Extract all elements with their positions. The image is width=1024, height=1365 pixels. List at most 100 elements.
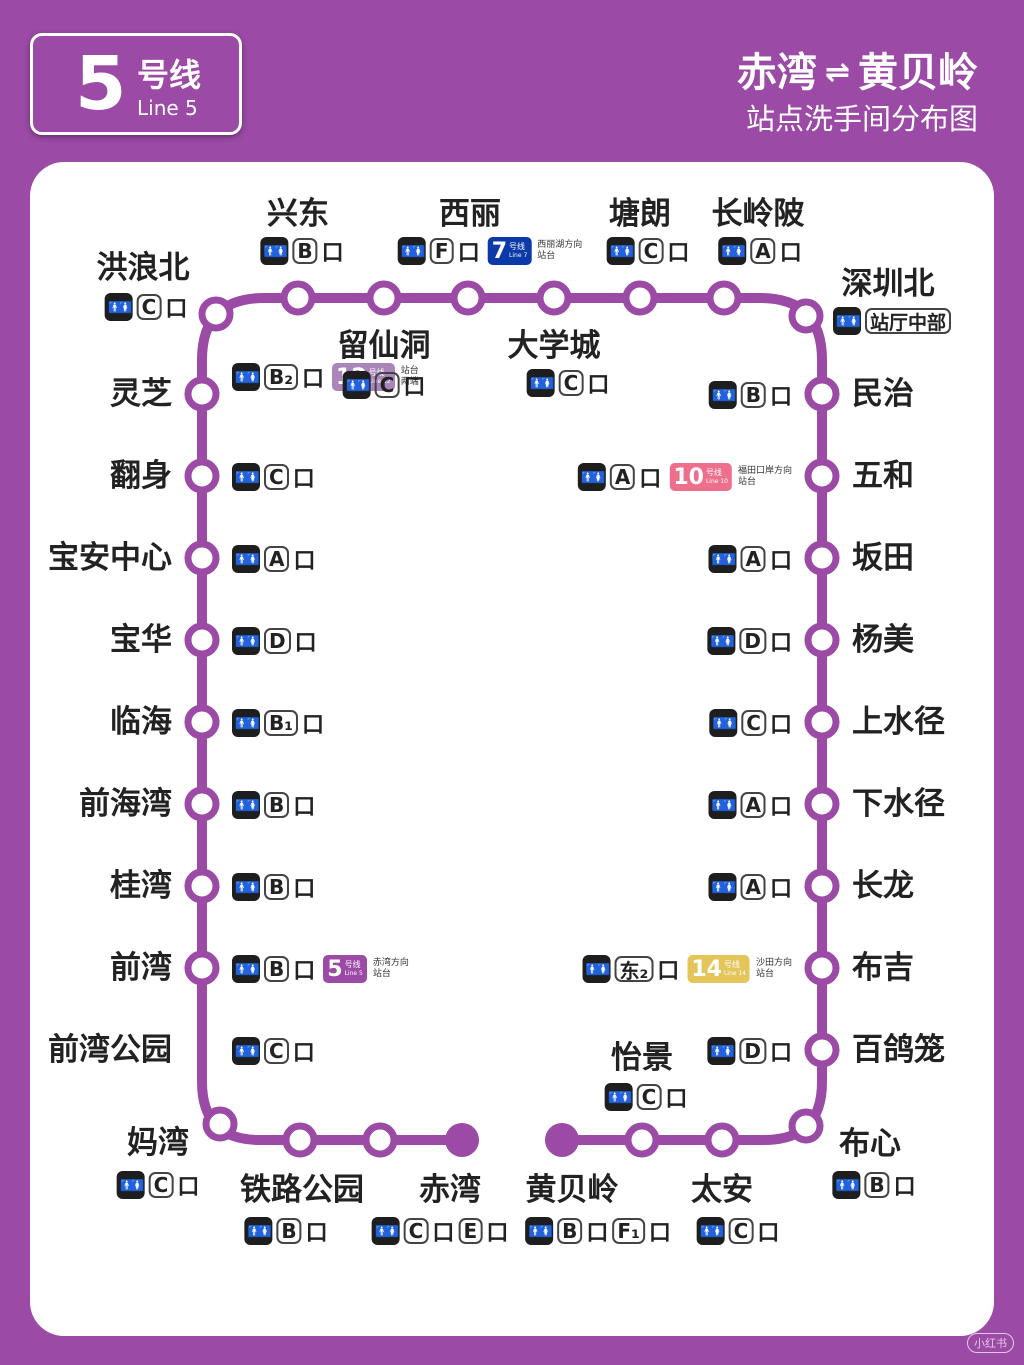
restroom-icon: 🚹🚺 [232, 363, 260, 391]
restroom-icon: 🚹🚺 [708, 545, 737, 573]
station-name-buxin: 布心 [839, 1126, 901, 1162]
restroom-icon: 🚹🚺 [708, 873, 737, 901]
station-name-xingdong: 兴东 [267, 196, 329, 232]
station-name-xili: 西丽 [439, 196, 501, 232]
exit-badge: B [557, 1218, 583, 1244]
station-name-baohua: 宝华 [110, 622, 172, 658]
station-dot-taian [704, 1122, 740, 1158]
exit-suffix: 口 [667, 241, 690, 266]
exit-badge: B [292, 238, 318, 264]
map-subtitle: 站点洗手间分布图 [745, 102, 978, 136]
restroom-icon: 🚹🚺 [526, 369, 555, 397]
exit-badge: A [264, 546, 290, 572]
restroom-icon: 🚹🚺 [832, 1171, 861, 1199]
station-name-chiwan: 赤湾 [419, 1172, 481, 1208]
transfer-note: 沙田方向站台 [755, 958, 792, 979]
watermark: 小红书 [967, 1333, 1014, 1353]
transfer-line-number: 14 [691, 956, 722, 982]
line-number: 5 [75, 41, 127, 127]
station-dot-xingdong [280, 280, 316, 316]
restroom-icon: 🚹🚺 [232, 791, 260, 819]
exit-badge: A [740, 546, 766, 572]
exit-badge: B [264, 956, 290, 982]
station-dot-shangshuijing [804, 704, 840, 740]
restroom-icon: 🚹🚺 [606, 237, 635, 265]
transfer-line-number: 7 [491, 238, 508, 264]
exit-suffix: 口 [665, 1087, 688, 1112]
station-name-changlong: 长龙 [852, 868, 914, 904]
restroom-icon: 🚹🚺 [832, 307, 861, 335]
exit-suffix: 口 [293, 959, 316, 984]
route-title: 赤湾⇌黄贝岭 [737, 40, 978, 98]
map-panel [30, 162, 994, 1336]
station-dot-daxuecheng [536, 280, 572, 316]
station-name-qianwangongyuan: 前湾公园 [48, 1032, 172, 1068]
station-dot-buji [804, 950, 840, 986]
exit-suffix: 口 [486, 1221, 509, 1246]
restroom-info-shenzhenbei: 🚹🚺站厅中部 [832, 306, 952, 336]
station-dot-baigelong [804, 1032, 840, 1068]
station-name-daxuecheng: 大学城 [507, 328, 601, 364]
route-from: 赤湾 [736, 50, 817, 96]
restroom-icon: 🚹🚺 [104, 293, 133, 321]
station-name-changlingpi: 长岭陂 [711, 196, 805, 232]
restroom-icon: 🚹🚺 [232, 709, 260, 737]
direction-arrows-icon: ⇌ [824, 55, 850, 90]
station-dot-honglangbei [198, 296, 234, 332]
line-label-en: Line 5 [137, 96, 198, 120]
restroom-location-label: 站厅中部 [864, 308, 952, 334]
restroom-icon: 🚹🚺 [232, 1037, 260, 1065]
exit-suffix: 口 [293, 877, 316, 902]
exit-suffix: 口 [648, 1221, 671, 1246]
line-label-cn: 号线 [137, 56, 202, 94]
exit-suffix: 口 [302, 367, 325, 392]
transfer-note: 西丽湖方向站台 [537, 240, 583, 261]
exit-badge: B [264, 874, 290, 900]
restroom-icon: 🚹🚺 [371, 1217, 400, 1245]
station-dot-baoanzhongxin [184, 540, 220, 576]
restroom-icon: 🚹🚺 [696, 1217, 725, 1245]
restroom-icon: 🚹🚺 [525, 1217, 554, 1245]
restroom-icon: 🚹🚺 [707, 1037, 736, 1065]
exit-suffix: 口 [403, 375, 426, 400]
exit-badge: C [374, 372, 400, 398]
exit-badge: A [750, 238, 776, 264]
exit-badge: B [264, 792, 290, 818]
exit-suffix: 口 [293, 549, 316, 574]
station-dot-qianwangongyuan [202, 1106, 238, 1142]
exit-suffix: 口 [321, 241, 344, 266]
station-dot-changlong [804, 868, 840, 904]
station-name-baoanzhongxin: 宝安中心 [48, 540, 172, 576]
exit-suffix: 口 [639, 467, 662, 492]
station-dot-lixingongyuan [362, 1122, 398, 1158]
exit-badge: C [558, 370, 584, 396]
exit-badge: C [728, 1218, 754, 1244]
station-name-fanshen: 翻身 [110, 458, 172, 494]
exit-suffix: 口 [779, 241, 802, 266]
restroom-icon: 🚹🚺 [708, 381, 737, 409]
exit-suffix: 口 [177, 1175, 200, 1200]
restroom-icon: 🚹🚺 [342, 371, 371, 399]
exit-badge: B₁ [264, 710, 299, 736]
exit-badge: B₂ [264, 364, 299, 390]
station-dot-liuxiandong [366, 280, 402, 316]
